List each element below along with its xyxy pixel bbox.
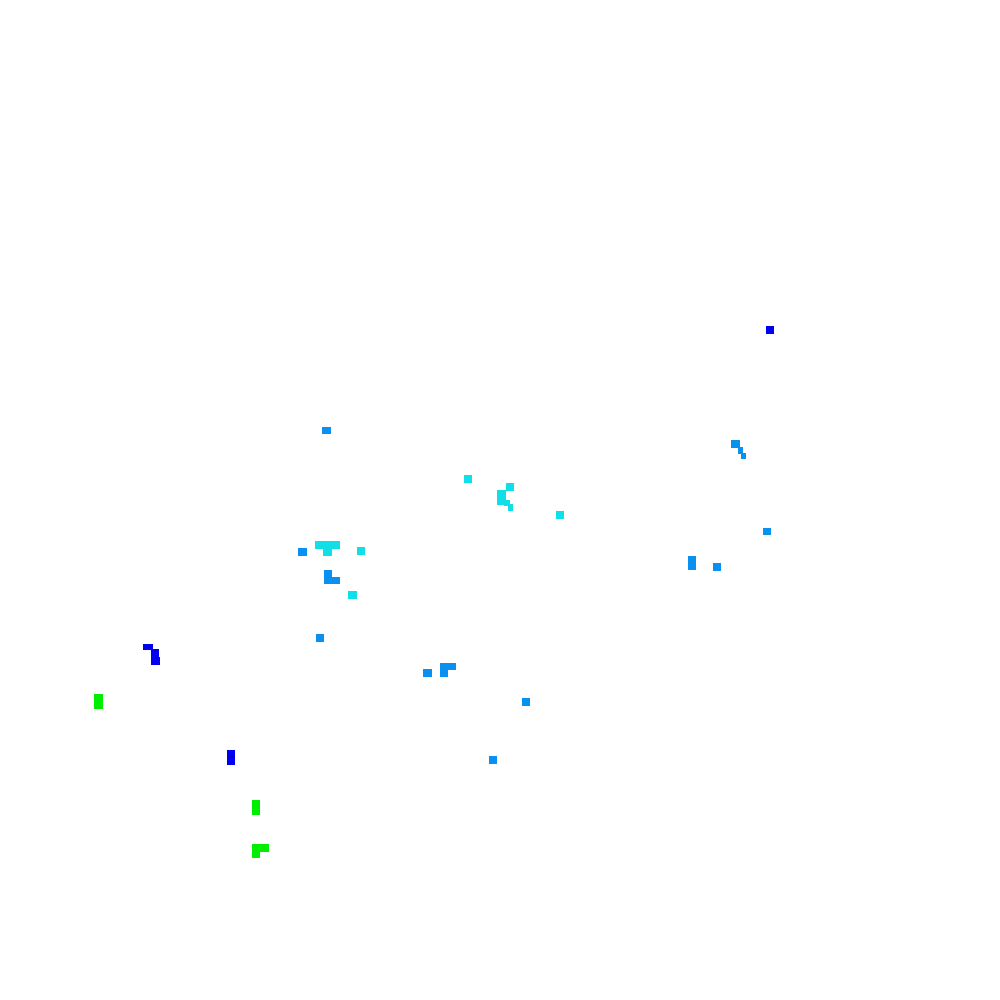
speckle-mid-blue-19: [522, 698, 530, 706]
speckle-green-35: [252, 844, 260, 858]
speckle-mid-blue-18: [440, 663, 448, 677]
speckle-mid-blue-8: [741, 453, 746, 459]
speckle-mid-blue-9: [763, 528, 771, 535]
speckle-mid-blue-6: [731, 440, 740, 448]
speckle-mid-blue-7: [738, 447, 743, 454]
speckle-cyan-23: [497, 490, 506, 505]
speckle-dark-blue-3: [151, 657, 160, 665]
speckle-green-34: [252, 844, 269, 852]
speckle-cyan-27: [315, 541, 325, 549]
speckle-marks: [94, 326, 774, 858]
speckle-cyan-25: [508, 504, 513, 511]
speckle-mid-blue-16: [423, 669, 432, 677]
speckle-cyan-24: [504, 500, 510, 506]
speckle-mid-blue-5: [322, 427, 331, 434]
speckle-cyan-30: [357, 547, 365, 555]
speckle-mid-blue-11: [713, 563, 721, 571]
speckle-mid-blue-20: [489, 756, 497, 764]
speckle-mid-blue-12: [298, 548, 307, 556]
speckle-mid-blue-10: [688, 556, 696, 570]
speckle-cyan-29: [323, 548, 332, 556]
speckle-green-32: [94, 694, 103, 709]
speckle-cyan-31: [348, 591, 357, 599]
speckle-dark-blue-1: [143, 644, 153, 650]
speckle-green-33: [252, 800, 260, 815]
speckle-dark-blue-4: [227, 750, 235, 765]
speckle-dark-blue-0: [766, 326, 774, 334]
speckle-cyan-22: [506, 483, 514, 491]
speckle-dark-blue-2: [151, 649, 159, 657]
speckle-cyan-28: [324, 541, 340, 549]
speckle-mid-blue-14: [324, 577, 340, 584]
speckle-cyan-21: [464, 475, 472, 483]
speckle-mid-blue-15: [316, 634, 324, 642]
speckle-cyan-26: [556, 511, 564, 519]
